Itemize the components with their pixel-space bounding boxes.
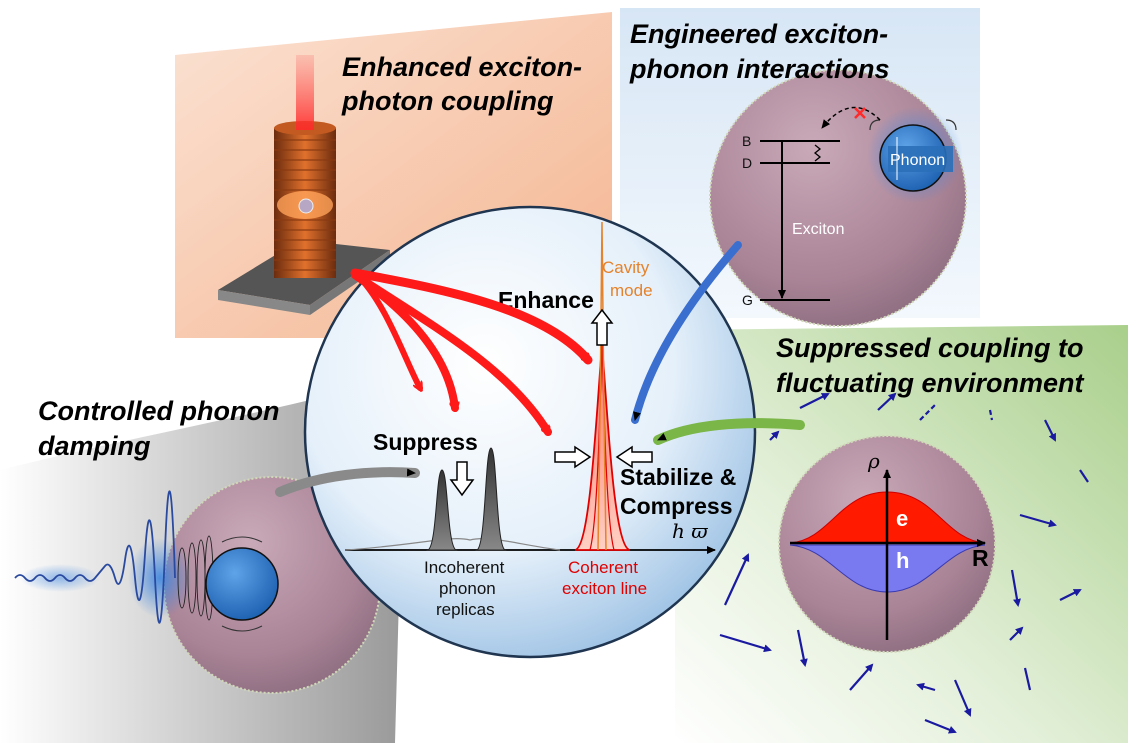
micropillar-cavity: [218, 55, 390, 315]
stabilize-label-line2: Compress: [620, 493, 732, 519]
level-b-label: B: [742, 133, 751, 149]
suppress-label: Suppress: [373, 429, 478, 455]
suppress-arrow: [449, 461, 475, 497]
hole-label: h: [896, 548, 909, 573]
blue-coupling-arrow: [631, 241, 742, 424]
engineered-interactions-title-line2: phonon interactions: [629, 54, 890, 84]
exciton-label: Exciton: [792, 221, 844, 238]
phonon-label: Phonon: [890, 152, 945, 169]
compress-arrow-right: [615, 445, 653, 469]
density-dot: ρ R e h: [778, 435, 996, 653]
engineered-interactions-title-line1: Engineered exciton-: [630, 19, 888, 49]
green-coupling-arrow: [653, 418, 805, 445]
compress-arrow-left: [554, 445, 592, 469]
enhanced-coupling-title-line1: Enhanced exciton-: [342, 52, 582, 82]
cavity-mode-label-line1: Cavity: [602, 258, 650, 277]
enhance-arrow: [590, 308, 614, 346]
enhanced-coupling-title-line2: photon coupling: [341, 86, 554, 116]
level-g-label: G: [742, 292, 753, 308]
fluctuating-charges: [719, 392, 1089, 734]
incoherent-label-line3: replicas: [436, 600, 495, 619]
coherent-label-line1: Coherent: [568, 558, 638, 577]
quantum-dot-levels: B D G Exciton Phonon: [709, 69, 967, 327]
level-d-label: D: [742, 155, 752, 171]
phonon-replica-2: [475, 447, 507, 551]
controlled-damping-title-line1: Controlled phonon: [38, 396, 279, 426]
red-coupling-arrows: [350, 268, 593, 432]
controlled-damping-title-line2: damping: [38, 431, 151, 461]
electron-label: e: [896, 506, 908, 531]
suppressed-coupling-title-line2: fluctuating environment: [776, 368, 1085, 398]
suppressed-coupling-title-line1: Suppressed coupling to: [776, 333, 1084, 363]
phonon-replica-1: [426, 469, 458, 551]
gray-coupling-arrow: [275, 467, 420, 497]
r-axis-label: R: [972, 545, 989, 571]
cavity-mode-line: [597, 221, 607, 551]
energy-axis-label: h ϖ: [672, 519, 708, 543]
stabilize-label-line1: Stabilize &: [620, 464, 736, 490]
incoherent-label-line1: Incoherent: [424, 558, 505, 577]
cavity-mode-label-line2: mode: [610, 281, 653, 300]
phonon-damping-dot: [14, 476, 381, 694]
rho-axis-label: ρ: [867, 449, 880, 473]
incoherent-label-line2: phonon: [439, 579, 496, 598]
coherent-label-line2: exciton line: [562, 579, 647, 598]
